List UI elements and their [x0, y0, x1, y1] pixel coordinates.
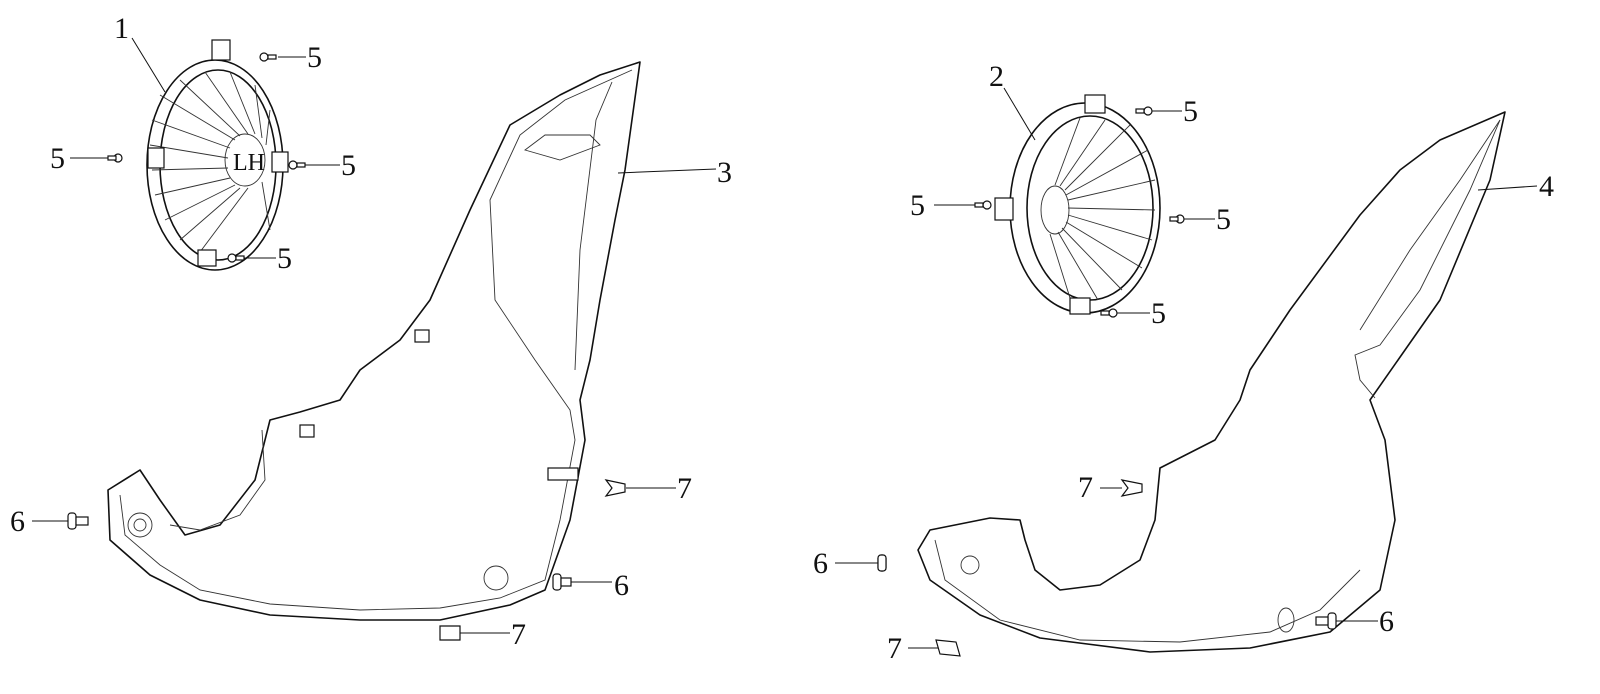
callout-5: 5 [341, 149, 356, 182]
callout-4: 4 [1539, 170, 1554, 203]
bolts-part-6 [67, 512, 1337, 630]
clip-icon [439, 625, 461, 641]
callout-5: 5 [50, 142, 65, 175]
callout-2: 2 [989, 60, 1004, 93]
callout-7: 7 [887, 632, 902, 665]
lh-marking: LH [233, 150, 265, 176]
part-2-right-fan-cover [994, 94, 1161, 315]
callout-7: 7 [511, 618, 526, 651]
callout-7: 7 [1078, 471, 1093, 504]
callout-3: 3 [717, 156, 732, 189]
callout-labels: 1 5 5 5 5 3 6 7 6 7 2 5 5 5 5 4 7 6 6 7 [10, 12, 1554, 665]
clips-part-7 [439, 479, 1143, 657]
screws-part-5 [107, 52, 1185, 318]
part-1-left-fan-cover: LH [146, 39, 289, 271]
callout-5: 5 [1151, 297, 1166, 330]
part-4-right-side-cover [917, 111, 1506, 653]
bolt-icon [1315, 612, 1337, 630]
bolt-icon [67, 512, 89, 530]
screw-icon [1135, 106, 1153, 116]
clip-icon [935, 639, 961, 657]
screw-icon [1169, 214, 1185, 224]
callout-6: 6 [10, 505, 25, 538]
callout-6: 6 [1379, 605, 1394, 638]
callout-5: 5 [1183, 95, 1198, 128]
callout-5: 5 [277, 242, 292, 275]
clip-icon [1120, 479, 1143, 497]
bolt-icon [877, 554, 887, 572]
callout-7: 7 [677, 472, 692, 505]
screw-icon [107, 153, 123, 163]
callout-5: 5 [1216, 203, 1231, 236]
bolt-icon [552, 573, 572, 591]
callout-6: 6 [614, 569, 629, 602]
callout-1: 1 [114, 12, 129, 45]
leader-lines [32, 37, 1538, 649]
clip-icon [604, 479, 626, 497]
callout-6: 6 [813, 547, 828, 580]
callout-5: 5 [307, 41, 322, 74]
screw-icon [288, 160, 306, 170]
part-3-left-side-cover [107, 61, 641, 621]
screw-icon [974, 200, 992, 210]
screw-icon [259, 52, 277, 62]
callout-5: 5 [910, 189, 925, 222]
